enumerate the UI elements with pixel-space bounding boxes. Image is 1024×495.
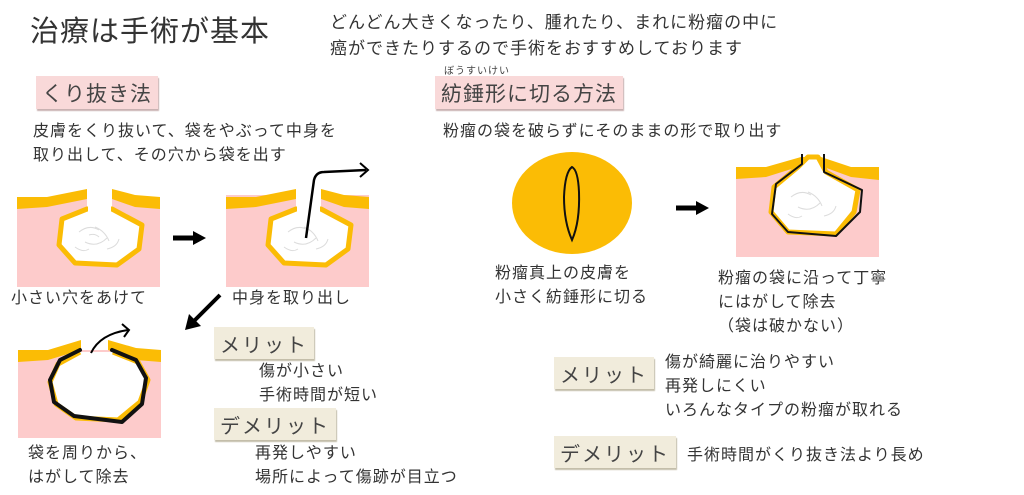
right-method-heading: 紡錘形に切る方法 bbox=[435, 76, 623, 109]
demerit-item: 場所によって傷跡が目立つ bbox=[255, 467, 458, 486]
intro-line: 癌ができたりするので手術をおすすめしております bbox=[330, 39, 743, 59]
right-demerit-label: デメリット bbox=[554, 436, 676, 468]
demerit-item: 再発しやすい bbox=[255, 443, 357, 462]
spindle-incision-diagram-icon bbox=[512, 152, 632, 254]
caption-line: 小さく紡錘形に切る bbox=[495, 287, 649, 306]
merit-item: 傷が小さい bbox=[259, 361, 345, 380]
left-demerit-label: デメリット bbox=[214, 408, 336, 440]
removal-caption: 粉瘤の袋に沿って丁寧 にはがして除去 （袋は破かない） bbox=[718, 266, 887, 338]
page-title: 治療は手術が基本 bbox=[30, 14, 271, 48]
cyst-extract-contents-diagram-icon bbox=[226, 162, 370, 287]
step1-caption: 小さい穴をあけて bbox=[11, 288, 148, 307]
arrow-right-icon bbox=[173, 231, 206, 245]
merit-item: いろんなタイプの粉瘤が取れる bbox=[665, 400, 904, 419]
caption-line: はがして除去 bbox=[28, 467, 130, 486]
left-merit-list: 傷が小さい 手術時間が短い bbox=[259, 359, 378, 407]
caption-line: （袋は破かない） bbox=[718, 316, 855, 335]
caption-line: 袋を周りから、 bbox=[28, 443, 148, 462]
right-method-description: 粉瘤の袋を破らずにそのままの形で取り出す bbox=[443, 121, 783, 140]
left-method-heading: くり抜き法 bbox=[36, 76, 158, 109]
cyst-hole-diagram-icon bbox=[17, 187, 160, 287]
caption-line: にはがして除去 bbox=[718, 292, 837, 311]
merit-item: 手術時間が短い bbox=[259, 385, 379, 404]
left-merit-label: メリット bbox=[214, 327, 314, 359]
caption-line: 粉瘤の袋に沿って丁寧 bbox=[718, 268, 888, 287]
right-demerit-item: 手術時間がくり抜き法より長め bbox=[687, 445, 925, 464]
heading-ruby: ぼうすいけい bbox=[444, 66, 510, 77]
step2-caption: 中身を取り出し bbox=[232, 288, 352, 307]
intro-text: どんどん大きくなったり、腫れたり、まれに粉瘤の中に 癌ができたりするので手術をお… bbox=[330, 10, 778, 62]
merit-item: 再発しにくい bbox=[665, 376, 767, 395]
right-merit-label: メリット bbox=[554, 357, 654, 389]
caption-line: 粉瘤真上の皮膚を bbox=[495, 263, 632, 282]
cyst-remove-sac-diagram-icon bbox=[18, 323, 161, 438]
description-line: 皮膚をくり抜いて、袋をやぶって中身を bbox=[33, 121, 337, 140]
arrow-down-left-icon bbox=[185, 293, 222, 330]
intro-line: どんどん大きくなったり、腫れたり、まれに粉瘤の中に bbox=[330, 13, 779, 33]
left-demerit-list: 再発しやすい 場所によって傷跡が目立つ bbox=[255, 441, 458, 489]
intact-sac-removal-diagram-icon bbox=[736, 154, 879, 257]
spindle-caption: 粉瘤真上の皮膚を 小さく紡錘形に切る bbox=[495, 261, 648, 309]
left-method-description: 皮膚をくり抜いて、袋をやぶって中身を 取り出して、その穴から袋を出す bbox=[33, 119, 337, 167]
merit-item: 傷が綺麗に治りやすい bbox=[665, 352, 836, 371]
description-line: 取り出して、その穴から袋を出す bbox=[33, 145, 287, 164]
arrow-right-icon bbox=[676, 201, 709, 215]
right-merit-list: 傷が綺麗に治りやすい 再発しにくい いろんなタイプの粉瘤が取れる bbox=[665, 350, 903, 422]
step3-caption: 袋を周りから、 はがして除去 bbox=[28, 441, 147, 489]
